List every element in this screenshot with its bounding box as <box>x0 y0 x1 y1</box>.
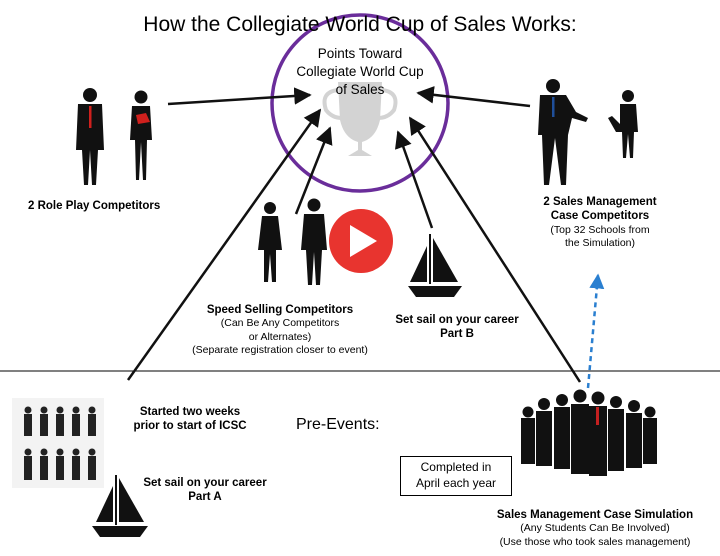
case-competitors-people-icon <box>538 79 638 185</box>
arrow-role-play <box>167 87 312 106</box>
page-title: How the Collegiate World Cup of Sales Wo… <box>143 13 577 36</box>
speed-line-1: Speed Selling Competitors <box>206 304 354 316</box>
case-sub-2: the Simulation) <box>564 236 636 249</box>
started-line-2: prior to start of ICSC <box>133 420 247 433</box>
case-sub-1: (Top 32 Schools from <box>550 223 650 236</box>
sail-b-line-1: Set sail on your career <box>395 314 519 326</box>
arrow-dashed-up <box>586 273 605 389</box>
points-line-2: Collegiate World Cup <box>296 64 424 80</box>
sail-a-line-2: Part A <box>188 491 222 504</box>
case-line-1: 2 Sales Management <box>543 196 657 208</box>
points-line-3: of Sales <box>335 82 385 98</box>
arrow-sail-b <box>395 130 434 229</box>
simulation-label: Sales Management Case Simulation (Any St… <box>475 508 715 549</box>
completed-line-2: April each year <box>415 475 497 490</box>
role-play-people-icon <box>76 88 152 185</box>
speed-sub-1: (Can Be Any Competitors <box>220 317 340 330</box>
simulation-crowd-icon <box>521 389 657 476</box>
sail-a-label: Set sail on your career Part A <box>125 476 285 505</box>
simulation-sub-2: (Use those who took sales management) <box>499 535 691 548</box>
arrow-case-competitors <box>416 86 531 108</box>
speed-selling-people-icon <box>258 198 327 285</box>
simulation-line-1: Sales Management Case Simulation <box>496 509 694 521</box>
speed-selling-label: Speed Selling Competitors (Can Be Any Co… <box>185 303 375 357</box>
completed-box: Completed in April each year <box>400 456 512 496</box>
sailboat-b-icon <box>408 234 462 297</box>
points-toward-label: Points Toward Collegiate World Cup of Sa… <box>290 45 430 100</box>
simulation-sub-1: (Any Students Can Be Involved) <box>520 522 670 535</box>
sailboat-a-icon <box>92 475 148 537</box>
sail-b-line-2: Part B <box>440 328 474 341</box>
pre-events-people-icon <box>12 398 104 488</box>
play-button-icon[interactable] <box>329 209 393 273</box>
case-line-2: Case Competitors <box>550 210 650 223</box>
role-play-label: 2 Role Play Competitors <box>28 200 161 212</box>
speed-sub-3: (Separate registration closer to event) <box>192 343 368 356</box>
trophy-icon <box>322 82 398 156</box>
pre-events-label: Pre-Events: <box>296 416 380 433</box>
sail-b-label: Set sail on your career Part B <box>372 313 542 342</box>
arrow-speed-selling <box>294 126 333 215</box>
completed-line-1: Completed in <box>420 460 492 474</box>
started-label: Started two weeks prior to start of ICSC <box>120 405 260 434</box>
sail-a-line-1: Set sail on your career <box>143 477 267 489</box>
arrow-pre-events-left <box>126 108 322 381</box>
speed-sub-2: or Alternates) <box>248 330 312 343</box>
points-line-1: Points Toward <box>317 46 403 61</box>
case-competitors-label: 2 Sales Management Case Competitors (Top… <box>505 195 695 250</box>
arrow-simulation <box>408 116 582 383</box>
started-line-1: Started two weeks <box>139 406 241 418</box>
points-circle <box>270 13 450 193</box>
